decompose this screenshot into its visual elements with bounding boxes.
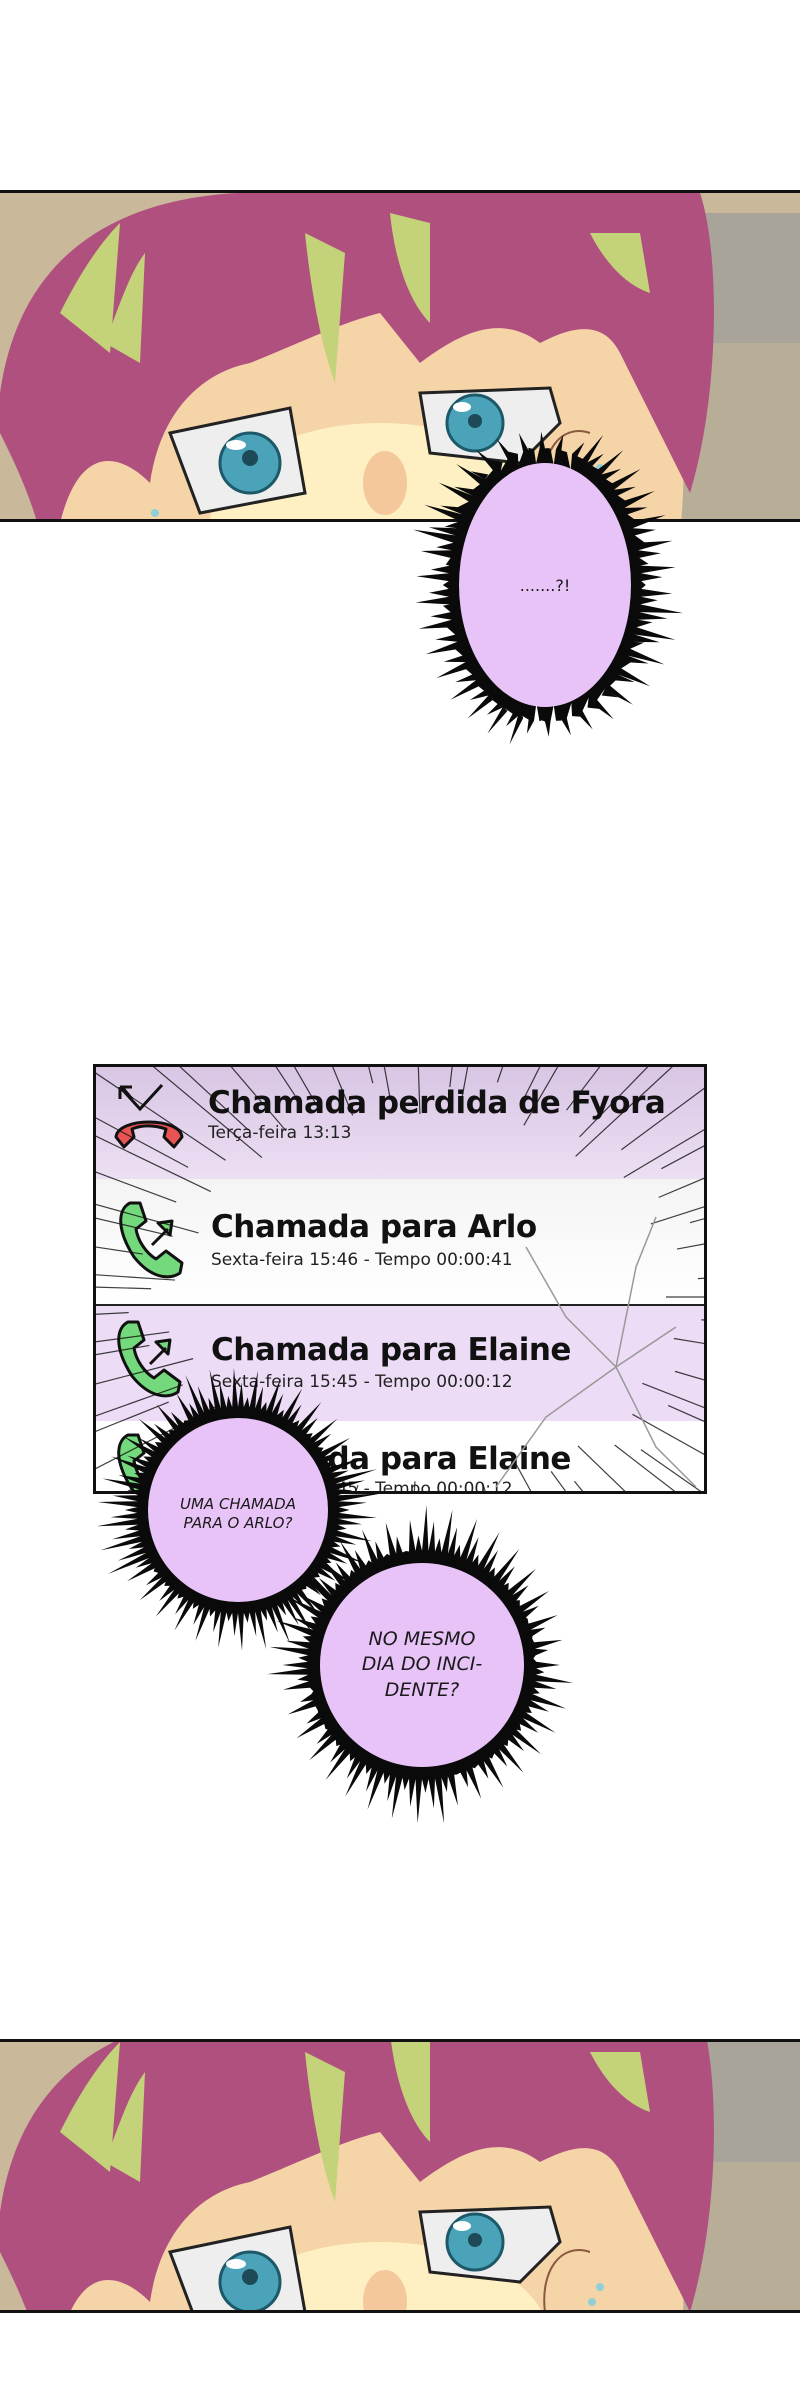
call-title: Chamada para Arlo — [211, 1209, 537, 1245]
call-subtitle: Sexta-feira 15:45 - Tempo 00:00:12 — [211, 1372, 513, 1392]
speed-line — [523, 1067, 559, 1126]
speed-line — [697, 1277, 704, 1280]
character-face-illustration — [0, 2042, 800, 2310]
call-subtitle: Sexta-feira 15:46 - Tempo 00:00:41 — [211, 1250, 513, 1270]
speed-line — [632, 1413, 704, 1456]
speed-line — [96, 1274, 176, 1281]
speed-line — [496, 1067, 504, 1083]
shout-bubble-call-arlo: UMA CHAMADA PARA O ARLO? — [93, 1365, 383, 1655]
speed-line — [96, 1331, 170, 1343]
speed-line — [96, 1384, 183, 1417]
speed-line — [460, 1067, 469, 1106]
speed-line — [96, 1203, 199, 1234]
speed-line — [96, 1072, 226, 1161]
speed-line — [413, 1481, 416, 1491]
outgoing-call-icon — [119, 1201, 184, 1279]
bubble-fill — [148, 1418, 328, 1602]
call-title: Chamada para Elaine — [211, 1332, 571, 1368]
speed-line — [640, 1449, 702, 1491]
speed-line — [96, 1406, 217, 1470]
speed-line — [621, 1087, 704, 1151]
speed-line — [96, 1135, 212, 1193]
shout-bubble-surprise: .......?! — [405, 420, 685, 750]
speed-line — [701, 1319, 704, 1321]
speed-line — [417, 1067, 421, 1115]
speed-line — [661, 1145, 704, 1170]
speed-line — [614, 1444, 676, 1491]
speed-line — [573, 1480, 584, 1491]
speed-line — [689, 1218, 704, 1224]
call-log-item[interactable]: Chamada perdida de Fyora Terça-feira 13:… — [96, 1067, 704, 1179]
bubble-fill — [320, 1563, 524, 1767]
call-title: Chamada perdida de Fyora — [208, 1085, 666, 1121]
speed-line — [230, 1067, 287, 1132]
speed-line — [623, 1129, 704, 1179]
speed-line — [96, 1117, 189, 1168]
call-log-item[interactable]: Chamada para Arlo Sexta-feira 15:46 - Te… — [96, 1179, 704, 1306]
call-subtitle: Terça-feira 13:13 — [208, 1123, 352, 1143]
speed-line — [332, 1067, 354, 1116]
bubble-text: .......?! — [519, 575, 571, 595]
speed-line — [152, 1067, 263, 1158]
speed-line — [96, 1401, 169, 1432]
speed-line — [383, 1067, 391, 1099]
bubble-fill — [459, 463, 631, 707]
shout-bubble-same-day: NO MESMO DIA DO INCI- DENTE? — [267, 1505, 577, 1825]
speed-line — [579, 1067, 649, 1138]
face-closeup-panel-bottom — [0, 2039, 800, 2313]
outgoing-call-icon — [117, 1320, 182, 1398]
speed-line — [96, 1358, 194, 1385]
speed-lines-overlay — [96, 1067, 704, 1491]
speed-line — [650, 1206, 704, 1225]
speed-line — [179, 1067, 249, 1131]
speed-line — [667, 1404, 704, 1422]
speed-line — [575, 1067, 673, 1157]
speed-line — [368, 1067, 374, 1084]
bubble-text: UMA CHAMADA PARA O ARLO? — [180, 1494, 296, 1533]
speed-line — [577, 1445, 626, 1491]
speed-line — [676, 1243, 704, 1250]
bubble-text: NO MESMO DIA DO INCI- DENTE? — [361, 1627, 483, 1701]
speed-line — [566, 1067, 601, 1111]
speed-line — [96, 1311, 129, 1315]
speed-line — [293, 1067, 319, 1107]
screen-crack — [495, 1216, 697, 1488]
speed-line — [673, 1337, 704, 1345]
speed-line — [96, 1171, 177, 1203]
speed-line — [96, 1217, 173, 1237]
